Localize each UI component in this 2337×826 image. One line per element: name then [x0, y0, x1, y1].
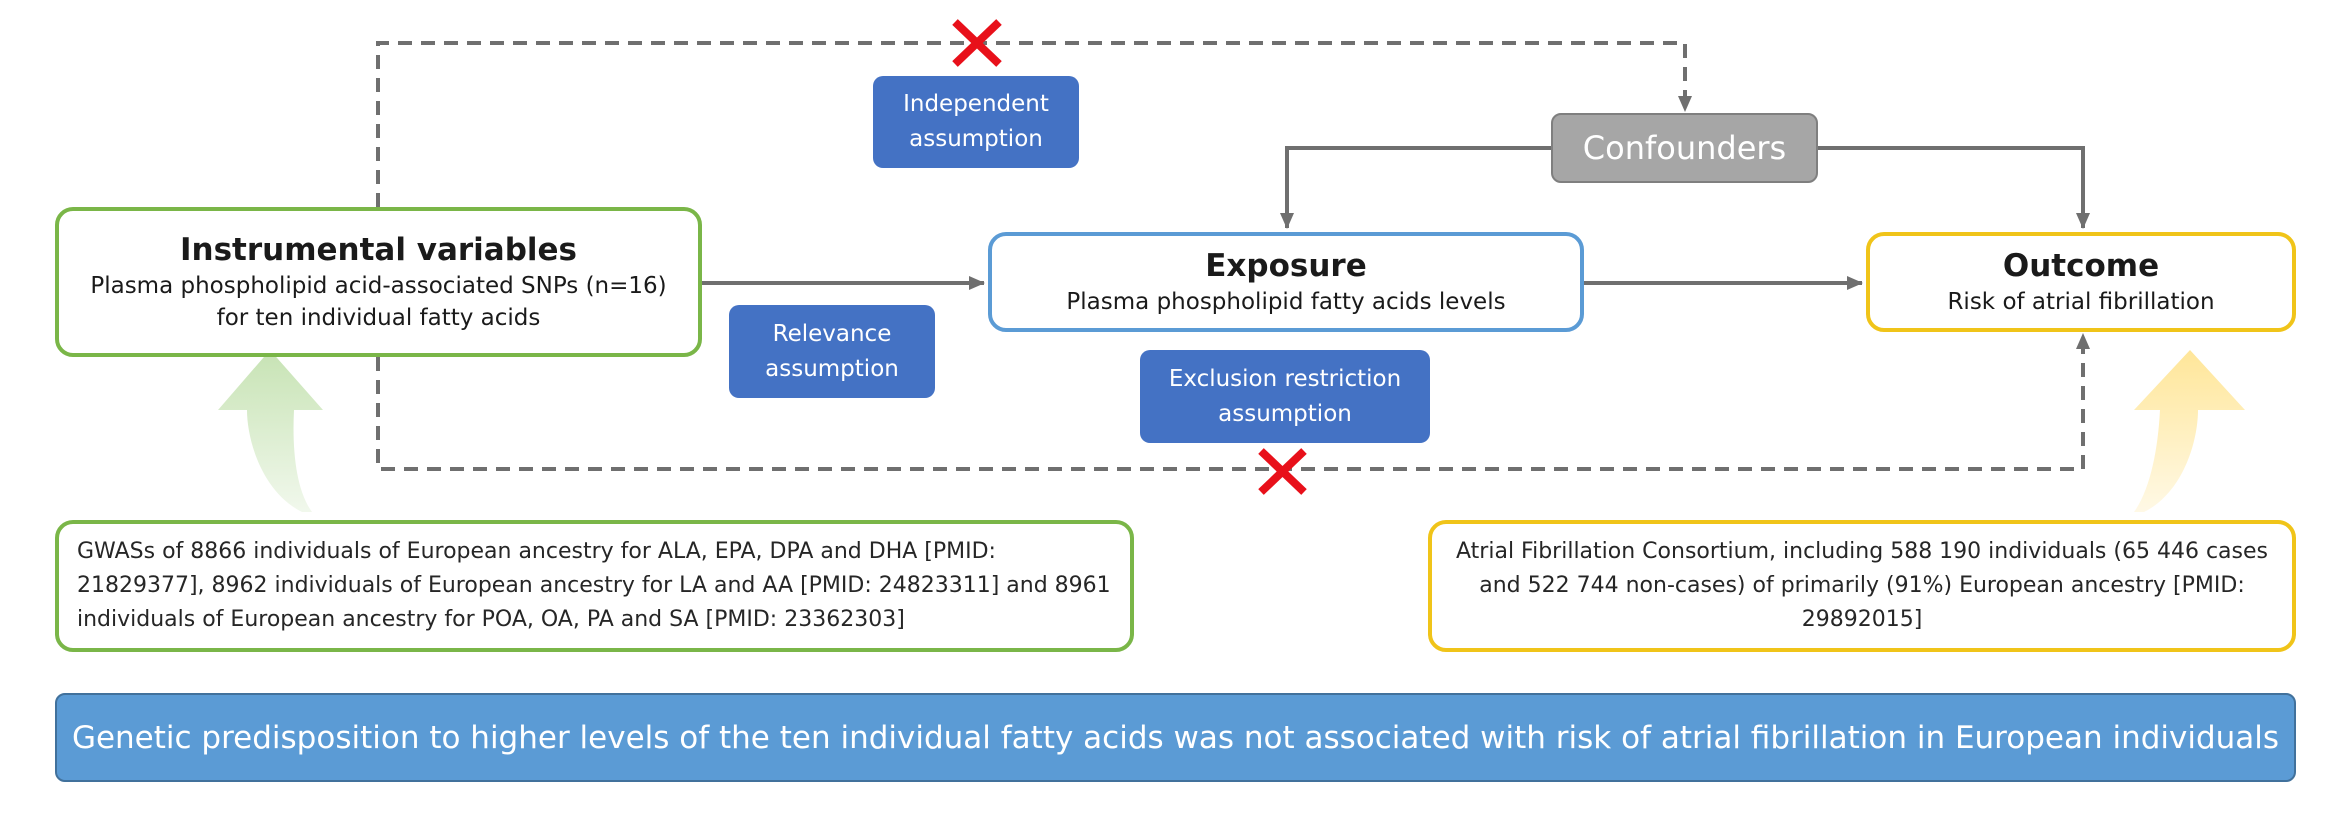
instrumental-variables-line: Plasma phospholipid acid-associated SNPs… — [90, 273, 667, 299]
cross-icon — [952, 19, 1002, 67]
consortium-source-box: Atrial Fibrillation Consortium, includin… — [1428, 520, 2296, 652]
exposure-title: Exposure — [1205, 248, 1367, 284]
confounders-box: Confounders — [1551, 113, 1818, 183]
assumption-line: assumption — [909, 126, 1043, 152]
gwas-source-box: GWASs of 8866 individuals of European an… — [55, 520, 1134, 652]
outcome-subtitle: Risk of atrial fibrillation — [1947, 289, 2215, 315]
assumption-line: assumption — [765, 355, 899, 382]
confounders-to-outcome-arrow — [1818, 146, 2090, 229]
curved-up-arrow-icon — [2134, 350, 2245, 512]
confounders-to-exposure-arrow — [1280, 146, 1551, 229]
exposure-box: Exposure Plasma phospholipid fatty acids… — [988, 232, 1584, 332]
assumption-line: Independent — [903, 91, 1049, 117]
gwas-source-text: GWASs of 8866 individuals of European an… — [77, 539, 1111, 632]
assumption-line: assumption — [1218, 400, 1352, 427]
exposure-subtitle: Plasma phospholipid fatty acids levels — [1066, 289, 1506, 315]
relevance-assumption-label: Relevance assumption — [729, 305, 935, 398]
instrumental-variables-title: Instrumental variables — [179, 232, 578, 268]
instrumental-variables-line: for ten individual fatty acids — [216, 305, 541, 331]
cross-icon — [1258, 448, 1307, 495]
conclusion-banner: Genetic predisposition to higher levels … — [55, 693, 2296, 782]
curved-up-arrow-icon — [218, 350, 323, 512]
independence-dashed-line — [376, 41, 1692, 207]
assumption-line: Exclusion restriction — [1168, 365, 1402, 392]
instrumental-variables-box: Instrumental variables Plasma phospholip… — [55, 207, 702, 357]
exclusion-dashed-line — [376, 333, 2090, 471]
outcome-title: Outcome — [2002, 248, 2160, 284]
assumption-line: Relevance — [772, 320, 892, 347]
outcome-box: Outcome Risk of atrial fibrillation — [1866, 232, 2296, 332]
exclusion-restriction-assumption-label: Exclusion restriction assumption — [1140, 350, 1430, 443]
consortium-source-text: Atrial Fibrillation Consortium, includin… — [1456, 539, 2268, 632]
independent-assumption-label: Independent assumption — [873, 76, 1079, 168]
